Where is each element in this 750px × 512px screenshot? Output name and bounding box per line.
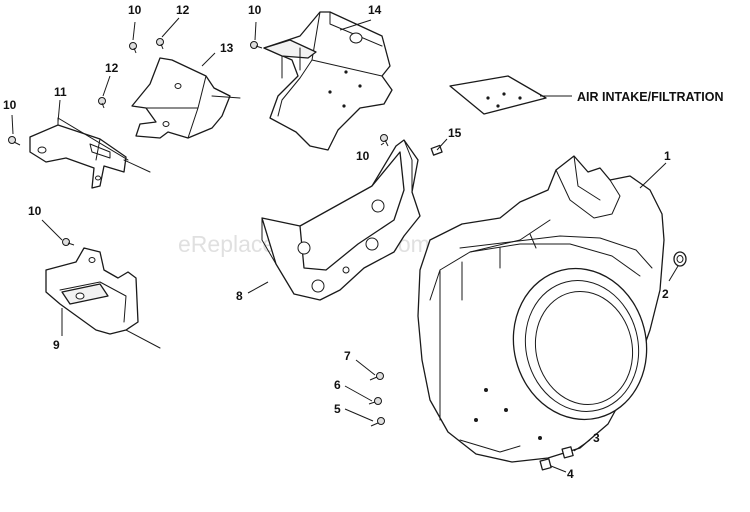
callout-13: 13 [220,41,234,55]
callout-12-top: 12 [176,3,190,17]
callout-14: 14 [368,3,382,17]
callout-10-top: 10 [128,3,142,17]
air-intake-plate [449,75,547,115]
callout-11: 11 [54,85,67,99]
screw-10-top[interactable] [129,42,137,54]
callout-3: 3 [593,431,600,445]
screw-10-left[interactable] [8,136,21,146]
callout-5: 5 [334,402,341,416]
callout-9: 9 [53,338,60,352]
part-2-plug[interactable] [673,251,687,267]
part-9-bracket[interactable] [45,247,161,349]
callout-10-lower: 10 [28,204,42,218]
callout-4: 4 [567,467,574,481]
callout-15: 15 [448,126,462,140]
air-intake-filtration-label: AIR INTAKE/FILTRATION [577,90,724,104]
part-3-clip-nut[interactable] [561,446,574,459]
callout-7: 7 [344,349,351,363]
callout-10-baffle: 10 [356,149,370,163]
callout-1: 1 [664,149,671,163]
screw-12-top[interactable] [156,38,164,50]
screw-7[interactable] [369,372,384,381]
part-8-baffle[interactable] [261,139,421,301]
callout-8: 8 [236,289,243,303]
callout-2: 2 [662,287,669,301]
screw-6[interactable] [368,397,382,405]
part-4-clip-nut[interactable] [539,458,552,471]
screw-5[interactable] [370,417,385,427]
part-13-bracket[interactable] [131,57,241,139]
callout-12-mid: 12 [105,61,119,75]
screw-10-baffle[interactable] [380,134,389,147]
callout-6: 6 [334,378,341,392]
part-11-bracket[interactable] [29,117,151,189]
leader-lines [11,17,679,473]
screw-12-mid[interactable] [98,97,106,109]
callout-10-shroud: 10 [248,3,262,17]
screw-10-lower[interactable] [62,238,75,246]
part-14-shroud[interactable] [263,11,393,151]
part-1-blower-housing[interactable] [417,155,665,463]
callout-10-left: 10 [3,98,17,112]
screw-10-shroud[interactable] [250,41,263,49]
